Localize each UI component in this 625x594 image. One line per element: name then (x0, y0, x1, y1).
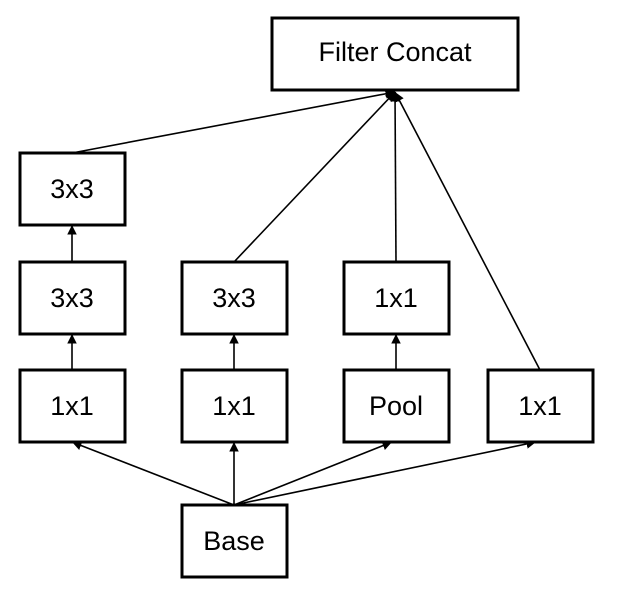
edge-col1-top-to-filter-concat (71, 89, 396, 154)
base-node: Base (180, 503, 289, 579)
base-label: Base (203, 526, 265, 556)
col1-bottom-1x1-node: 1x1 (18, 368, 127, 444)
col1-top-label: 3x3 (50, 174, 94, 204)
edge-col2-mid-to-filter-concat (233, 91, 396, 263)
edge-col4-bottom-to-filter-concat (394, 91, 541, 371)
col3-bottom-pool-node: Pool (342, 368, 451, 444)
filter-concat-label: Filter Concat (318, 37, 472, 67)
col4-bottom-label: 1x1 (518, 391, 562, 421)
col1-top-3x3-node: 3x3 (18, 151, 127, 227)
col2-bottom-1x1-node: 1x1 (180, 368, 289, 444)
col1-mid-3x3-node: 3x3 (18, 260, 127, 336)
col4-bottom-1x1-node: 1x1 (486, 368, 595, 444)
col3-mid-label: 1x1 (374, 283, 418, 313)
col3-bottom-label: Pool (369, 391, 423, 421)
filter-concat-node: Filter Concat (270, 16, 520, 92)
edge-base-to-col3-bottom (233, 441, 393, 506)
edge-base-to-col4-bottom (233, 439, 537, 506)
col2-mid-3x3-node: 3x3 (180, 260, 289, 336)
col3-mid-1x1-node: 1x1 (342, 260, 451, 336)
col2-mid-label: 3x3 (212, 283, 256, 313)
col1-mid-label: 3x3 (50, 283, 94, 313)
edges-layer (67, 89, 541, 506)
col2-bottom-label: 1x1 (212, 391, 256, 421)
edge-col3-mid-to-filter-concat (390, 91, 400, 263)
edge-base-to-col1-bottom (71, 441, 235, 506)
col1-bottom-label: 1x1 (50, 391, 94, 421)
